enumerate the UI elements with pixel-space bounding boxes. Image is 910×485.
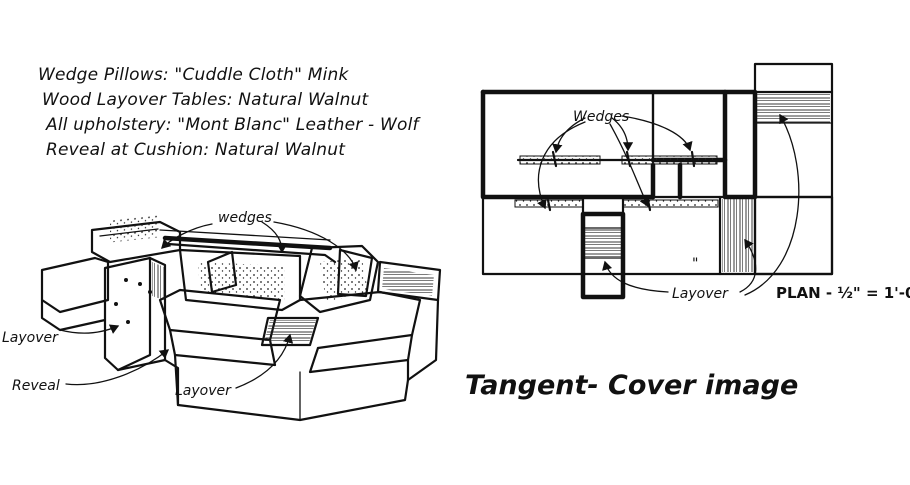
label-layover-bottom: Layover [175, 383, 232, 399]
sofa-plan-drawing [480, 62, 834, 300]
label-layover-plan: Layover [672, 286, 729, 302]
plan-scale-label: PLAN - ½" = 1'-0" [776, 284, 910, 302]
sofa-perspective-drawing [40, 215, 442, 422]
caption-title: Tangent- Cover image [465, 370, 798, 401]
perspective-leaders [59, 221, 359, 389]
label-wedges-plan: Wedges [573, 109, 629, 125]
note-upholstery: All upholstery: "Mont Blanc" Leather - W… [45, 115, 421, 135]
label-reveal: Reveal [12, 378, 60, 394]
plan-mark: " [692, 256, 698, 272]
note-reveal: Reveal at Cushion: Natural Walnut [46, 140, 346, 160]
label-layover-left: Layover [2, 330, 59, 346]
note-layover-tables: Wood Layover Tables: Natural Walnut [42, 90, 370, 110]
spec-notes: Wedge Pillows: "Cuddle Cloth" Mink Wood … [38, 65, 421, 160]
note-wedge-pillows: Wedge Pillows: "Cuddle Cloth" Mink [38, 65, 349, 85]
label-wedges-perspective: wedges [218, 210, 272, 226]
plan-leaders [537, 113, 800, 296]
